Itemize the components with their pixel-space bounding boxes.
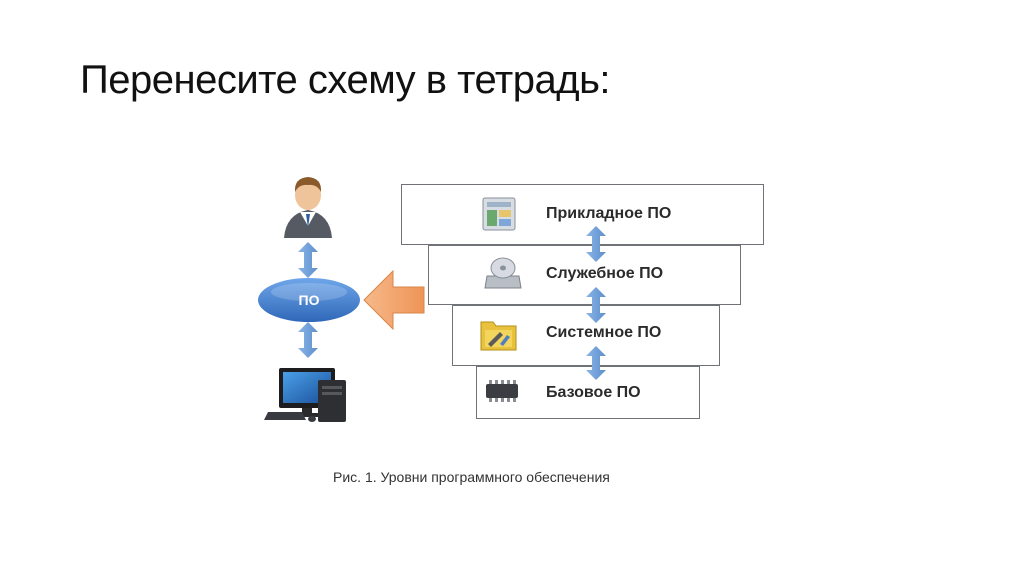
- slide-title: Перенесите схему в тетрадь:: [80, 58, 611, 102]
- level-box-utility: [428, 245, 741, 305]
- application-window-icon: [482, 197, 516, 231]
- double-arrow-icon: [298, 322, 318, 358]
- software-node-label: ПО: [299, 292, 320, 308]
- double-arrow-icon: [586, 346, 606, 380]
- computer-icon: [264, 368, 346, 422]
- level-label-applied: Прикладное ПО: [546, 205, 672, 222]
- software-node: ПО: [258, 278, 360, 322]
- double-arrow-icon: [586, 287, 606, 323]
- double-arrow-icon: [298, 242, 318, 278]
- level-label-system: Системное ПО: [546, 324, 662, 341]
- figure-caption: Рис. 1. Уровни программного обеспечения: [333, 469, 610, 485]
- level-box-applied: [401, 184, 764, 245]
- orange-arrow-icon: [363, 269, 425, 331]
- system-tools-folder-icon: [480, 321, 517, 351]
- double-arrow-icon: [586, 226, 606, 262]
- user-icon: [284, 177, 332, 238]
- microchip-icon: [486, 380, 518, 402]
- level-label-base: Базовое ПО: [546, 384, 641, 401]
- disc-drive-icon: [484, 257, 522, 289]
- level-label-utility: Служебное ПО: [546, 265, 664, 282]
